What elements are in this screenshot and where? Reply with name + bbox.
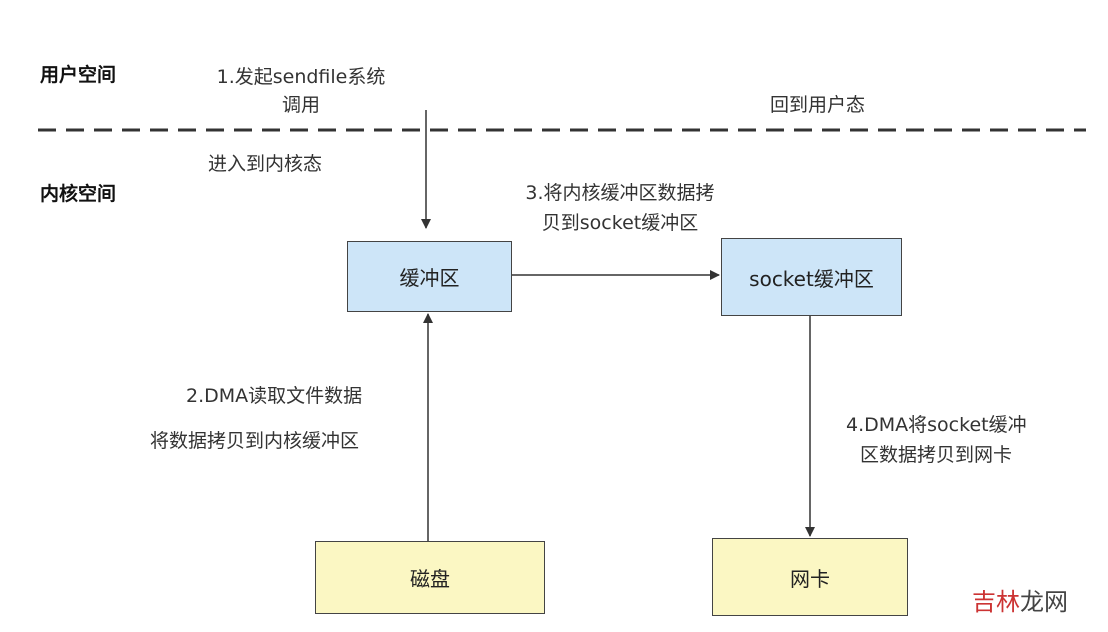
kernel-space-label: 内核空间 — [40, 183, 117, 205]
watermark: 吉林龙网 — [972, 582, 1068, 617]
kernel-buffer-node: 缓冲区 — [347, 241, 512, 312]
nic-label: 网卡 — [790, 566, 830, 591]
step1-line2: 调用 — [281, 94, 320, 116]
step3-label: 3.将内核缓冲区数据拷 贝到socket缓冲区 — [490, 180, 750, 236]
step2-line2: 将数据拷贝到内核缓冲区 — [150, 430, 360, 452]
step2-line1: 2.DMA读取文件数据 — [186, 385, 363, 407]
socket-buffer-label: socket缓冲区 — [749, 266, 874, 291]
back-to-user-label: 回到用户态 — [770, 94, 866, 116]
step4-line1: 4.DMA将socket缓冲 — [846, 414, 1027, 436]
step1-label: 1.发起sendfile系统 调用 — [196, 64, 406, 118]
disk-label: 磁盘 — [410, 567, 450, 591]
step1-line1: 1.发起sendfile系统 — [216, 66, 386, 88]
step3-line1: 3.将内核缓冲区数据拷 — [525, 182, 715, 204]
step3-line2: 贝到socket缓冲区 — [541, 212, 699, 234]
kernel-buffer-label: 缓冲区 — [399, 266, 460, 290]
watermark-part1: 吉林 — [972, 588, 1020, 616]
enter-kernel-label: 进入到内核态 — [208, 153, 323, 175]
watermark-part2: 龙网 — [1020, 588, 1068, 616]
socket-buffer-node: socket缓冲区 — [721, 238, 902, 316]
user-space-label: 用户空间 — [40, 64, 117, 86]
step4-line2: 区数据拷贝到网卡 — [860, 444, 1013, 466]
disk-node: 磁盘 — [315, 541, 545, 614]
nic-node: 网卡 — [712, 538, 908, 616]
